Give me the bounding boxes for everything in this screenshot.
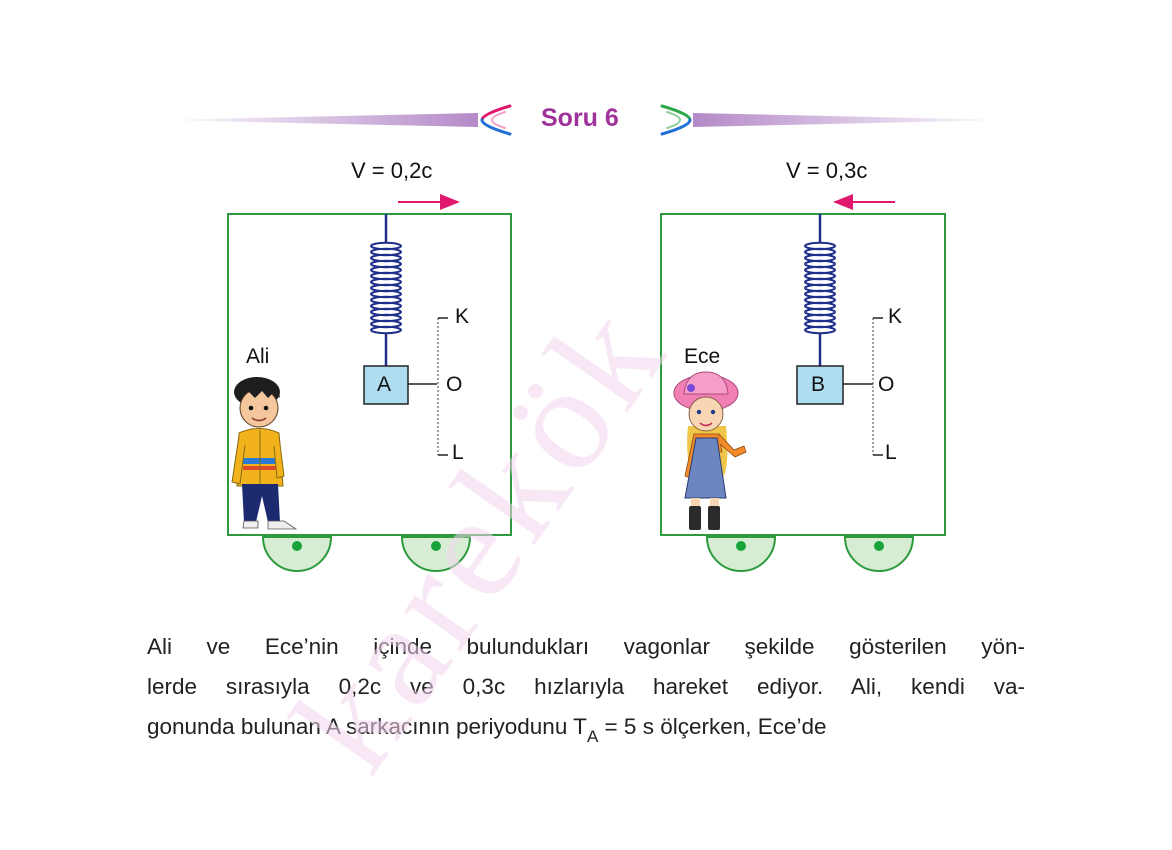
wagon-b-mark-k: K [888,305,903,328]
wagon-a-block-label: A [377,373,392,396]
wagon-b-mark-l: L [885,441,897,464]
wagon-a-spring-icon [370,241,402,335]
wagon-a-frame [227,213,512,536]
ali-name-label: Ali [246,345,270,368]
ali-character-icon [231,377,298,530]
wagon-a-mark-o: O [446,373,463,396]
wagon-b-block [796,365,844,405]
wagon-b-speed-label: V = 0,3c [786,158,868,183]
header-decoration [160,104,1010,136]
header-band-left [160,113,478,127]
header-band [0,96,1172,146]
question-text: Ali ve Ece’nin içinde bulundukları vagon… [147,627,1025,749]
wagon-a-mark-l: L [452,441,464,464]
wheel-axle-icon [431,541,441,551]
wheel-axle-icon [874,541,884,551]
period-subscript: A [586,727,599,746]
wheel-axle-icon [292,541,302,551]
wheel-axle-icon [736,541,746,551]
question-text-line-3-end: = 5 s ölçerken, Ece’de [598,714,827,739]
wagon-a-mark-k: K [455,305,470,328]
question-text-line-3-start: gonunda bulunan A sarkacının periyodunu … [147,714,587,739]
wagon-b-spring-icon [804,241,836,335]
question-title: Soru 6 [541,104,619,132]
wheel-icon [400,536,472,572]
wagon-a-block [363,365,409,405]
wheel-icon [843,536,915,572]
wheel-icon [705,536,777,572]
wagon-b-mark-o: O [878,373,895,396]
header-band-right [693,113,1010,127]
question-text-line-1: Ali ve Ece’nin içinde bulundukları vagon… [147,634,1025,659]
left-bracket-icon [480,104,512,136]
right-bracket-icon [660,104,692,136]
wheel-icon [261,536,333,572]
ece-character-icon [673,371,747,530]
wagon-b-block-label: B [811,373,826,396]
wagon-a-wheels [261,536,472,572]
ece-name-label: Ece [684,345,721,368]
wagon-b [660,213,946,572]
question-text-line-2: lerde sırasıyla 0,2c ve 0,3c hızlarıyla … [147,674,1025,699]
wagon-a [227,213,512,572]
wagon-a-speed-label: V = 0,2c [351,158,433,183]
wagon-b-wheels [705,536,915,572]
question-text-line-3: gonunda bulunan A sarkacının periyodunu … [147,707,1025,749]
wagon-b-frame [660,213,946,536]
